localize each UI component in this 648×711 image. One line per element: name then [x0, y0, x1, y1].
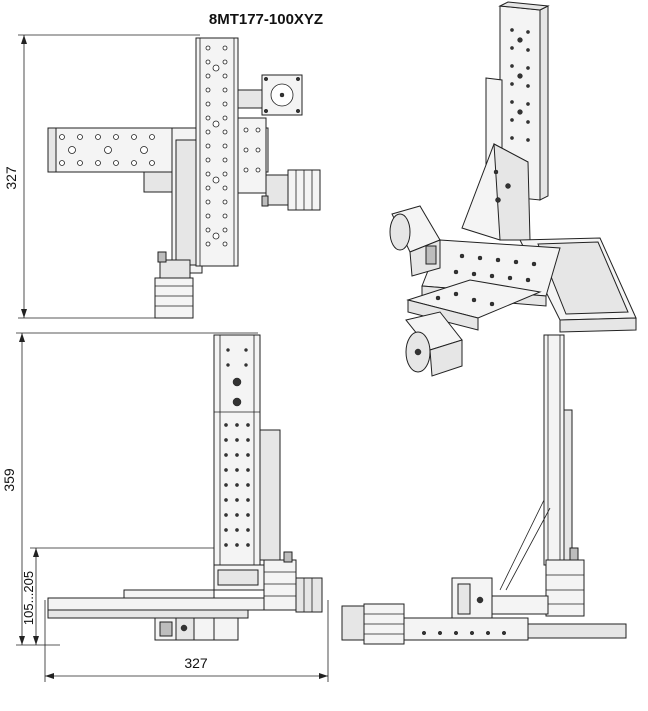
side-view-height-dimension: 359 [1, 332, 258, 646]
z-column-holes [224, 423, 250, 547]
top-view-height-dimension: 327 [3, 34, 200, 319]
right-side-rail-holes [421, 630, 507, 636]
drawing-title: 8MT177-100XYZ [209, 11, 323, 28]
side-view: 359 105...205 327 [1, 332, 329, 682]
isometric-view [389, 1, 637, 377]
iso-plate-holes [453, 253, 537, 283]
right-side-view [341, 334, 627, 645]
side-view-range-label: 105...205 [21, 571, 36, 625]
x-plate-holes [59, 134, 155, 166]
side-view-width-dimension: 327 [44, 600, 329, 682]
top-view-height-label: 327 [3, 166, 19, 190]
z-plate-holes-top [205, 45, 228, 247]
side-view-height-label: 359 [1, 468, 17, 492]
side-view-width-label: 327 [184, 655, 208, 671]
side-view-range-dimension: 105...205 [21, 547, 215, 645]
iso-column-holes [510, 28, 530, 142]
top-view: 327 [3, 34, 321, 319]
